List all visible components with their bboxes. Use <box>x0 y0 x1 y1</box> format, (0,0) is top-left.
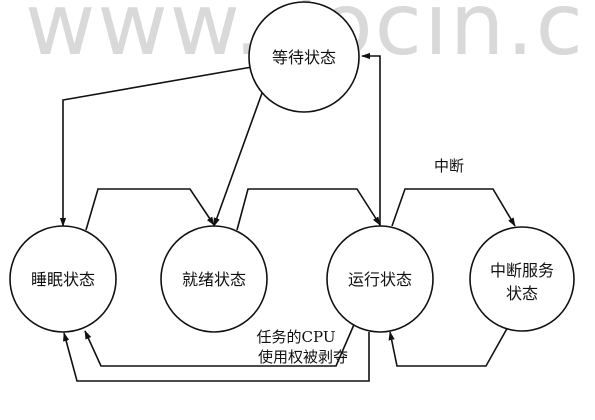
state-sleeping: 睡眠状态 <box>9 225 117 333</box>
state-running-circle <box>326 225 434 333</box>
state-waiting-circle <box>248 1 360 113</box>
edge-waiting-to-sleeping <box>59 66 253 227</box>
edge-running-to-sleeping <box>63 332 370 382</box>
state-ready-label: 就绪状态 <box>182 270 246 289</box>
state-running-label: 运行状态 <box>348 270 412 289</box>
state-waiting-label: 等待状态 <box>272 48 336 67</box>
interrupt-edge-label: 中断 <box>434 157 464 175</box>
state-sleeping-label: 睡眠状态 <box>31 270 95 289</box>
state-ready-circle <box>160 225 268 333</box>
preempt-edge-label-line1: 任务的CPU <box>257 328 336 346</box>
edges <box>59 52 516 382</box>
edge-ready-to-running <box>236 188 381 231</box>
preempt-edge-label-line2: 使用权被剥夺 <box>258 348 348 366</box>
state-interrupt-service-circle <box>469 226 575 332</box>
edge-isr-to-running <box>388 324 510 367</box>
edge-waiting-to-ready <box>213 81 267 227</box>
state-waiting: 等待状态 <box>248 1 360 113</box>
state-interrupt-service: 中断服务 状态 <box>469 226 575 332</box>
state-ready: 就绪状态 <box>160 225 268 333</box>
edge-running-to-isr <box>391 188 516 227</box>
edge-running-to-waiting <box>361 52 381 226</box>
state-sleeping-circle <box>9 225 117 333</box>
edge-running-to-ready <box>84 319 357 367</box>
state-running: 运行状态 <box>326 225 434 333</box>
state-interrupt-service-label-line2: 状态 <box>506 284 538 303</box>
edge-sleeping-to-ready <box>85 188 215 231</box>
state-interrupt-service-label-line1: 中断服务 <box>490 261 554 280</box>
